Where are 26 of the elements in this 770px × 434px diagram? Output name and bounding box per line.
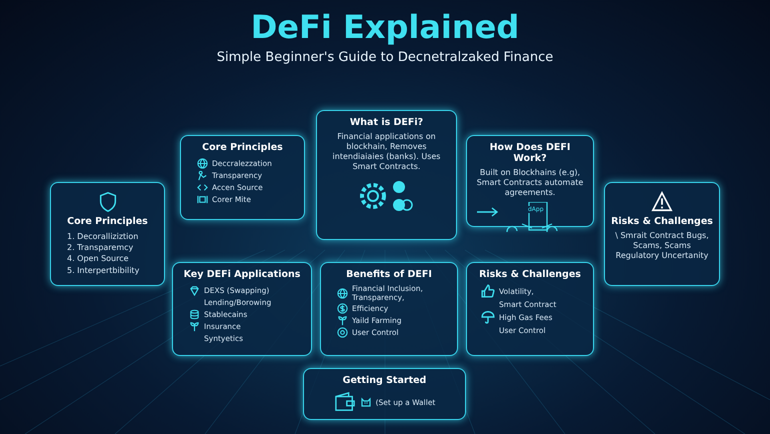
panel-heading: Core Principles: [201, 142, 284, 153]
info-panel: [172, 262, 312, 356]
body-text: Built on Blockhains (e.g), Smart Contracts automate agreements.: [476, 168, 584, 198]
panel-heading: Risks & Challenges: [478, 269, 582, 280]
list-item: 1. Decoralliziztion: [66, 231, 140, 242]
subtitle: Simple Beginner's Guide to Decnetralzaked Finance: [216, 50, 554, 65]
title: DeFi Explained: [250, 8, 520, 46]
list-item: 4. Open Source: [66, 253, 130, 265]
info-panel: [50, 182, 165, 286]
info-panel: [320, 262, 458, 356]
info-panel: [180, 135, 305, 220]
panel-heading: Risks & Challenges: [611, 216, 713, 227]
info-panel: [316, 110, 457, 240]
panel-heading: How Does DEFI Work?: [488, 142, 572, 164]
list-item: 5. Interpertbibility: [66, 264, 140, 276]
info-panel: [466, 262, 594, 356]
list-item: 2. Transparemcy: [66, 242, 134, 254]
body-text: Financial applications on blockhain, Removes intendiaiaies (banks). Uses Smart Contracts.: [332, 132, 442, 172]
panel-heading: What is DEFi?: [348, 117, 424, 128]
panel-heading: Key DEFi Applications: [182, 269, 302, 280]
panel-heading: Core Principles: [66, 216, 149, 227]
panel-heading: Benefits of DEFI: [345, 269, 433, 280]
body-text: \ Smrait Contract Bugs, Scams, Scams Regulatory Uncertanity: [614, 231, 710, 261]
panel-heading: Getting Started: [342, 375, 428, 386]
info-panel: [604, 182, 720, 286]
info-panel: [303, 368, 466, 420]
